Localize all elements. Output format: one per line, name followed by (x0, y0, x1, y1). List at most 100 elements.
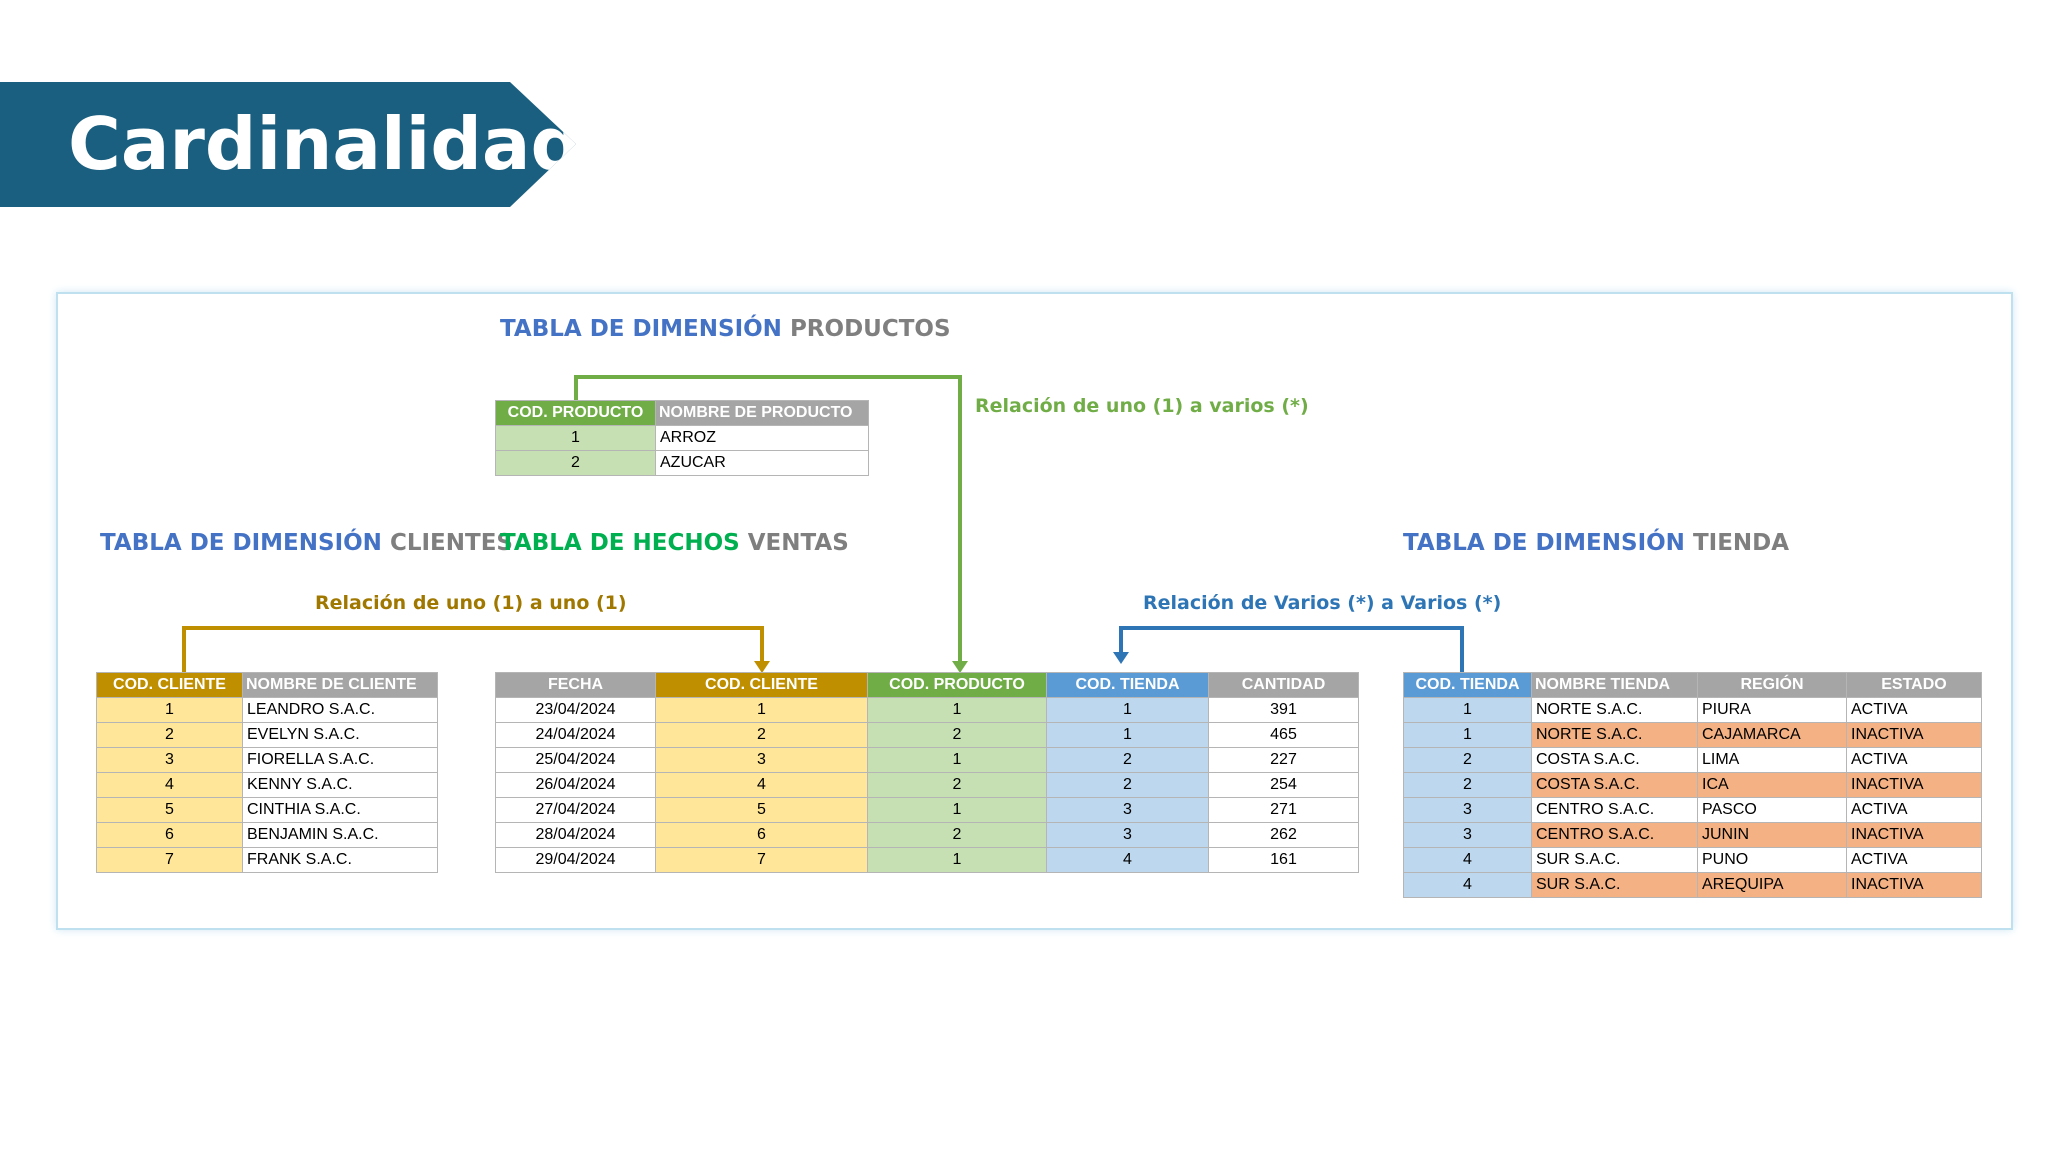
table-row: 4 SUR S.A.C. PUNO ACTIVA (1403, 847, 1982, 873)
table-cell: 2 (495, 450, 656, 476)
column-header: COD. TIENDA (1403, 672, 1532, 698)
table-cell: 465 (1208, 722, 1359, 748)
table-cell: 1 (655, 697, 868, 723)
connector-tienda-ventas (1119, 626, 1464, 672)
table-cell: FIORELLA S.A.C. (242, 747, 438, 773)
table-cell: 1 (1046, 722, 1209, 748)
table-cell: 4 (1403, 847, 1532, 873)
table-cell: 391 (1208, 697, 1359, 723)
ventas-table: FECHA COD. CLIENTE COD. PRODUCTO COD. TI… (495, 672, 1359, 873)
table-cell: COSTA S.A.C. (1531, 747, 1698, 773)
table-cell: ARROZ (655, 425, 869, 451)
heading-ventas-suffix: VENTAS (747, 530, 849, 556)
column-header: NOMBRE DE PRODUCTO (655, 400, 869, 426)
table-cell: 29/04/2024 (495, 847, 656, 873)
table-cell: 1 (1403, 722, 1532, 748)
tienda-table: COD. TIENDA NOMBRE TIENDA REGIÓN ESTADO … (1403, 672, 1982, 898)
table-cell: 6 (96, 822, 243, 848)
heading-tienda-prefix: TABLA DE DIMENSIÓN (1403, 530, 1685, 556)
column-header: NOMBRE DE CLIENTE (242, 672, 438, 698)
column-header: COD. PRODUCTO (495, 400, 656, 426)
table-cell: ACTIVA (1846, 747, 1982, 773)
table-cell: AZUCAR (655, 450, 869, 476)
table-cell: 25/04/2024 (495, 747, 656, 773)
heading-productos-suffix: PRODUCTOS (789, 316, 951, 342)
table-row: 2 AZUCAR (495, 450, 869, 476)
arrow-clientes-ventas (754, 661, 770, 673)
table-header-row: COD. TIENDA NOMBRE TIENDA REGIÓN ESTADO (1403, 672, 1982, 698)
table-cell: 4 (655, 772, 868, 798)
table-cell: 227 (1208, 747, 1359, 773)
table-cell: JUNIN (1697, 822, 1847, 848)
column-header: COD. CLIENTE (96, 672, 243, 698)
table-row: 1 NORTE S.A.C. PIURA ACTIVA (1403, 697, 1982, 723)
table-cell: 3 (96, 747, 243, 773)
table-cell: 28/04/2024 (495, 822, 656, 848)
arrow-productos-ventas (952, 661, 968, 673)
table-cell: AREQUIPA (1697, 872, 1847, 898)
table-cell: ACTIVA (1846, 797, 1982, 823)
table-cell: PASCO (1697, 797, 1847, 823)
table-cell: ACTIVA (1846, 847, 1982, 873)
table-cell: 2 (1046, 747, 1209, 773)
table-row: 26/04/2024 4 2 2 254 (495, 772, 1359, 798)
table-cell: CENTRO S.A.C. (1531, 797, 1698, 823)
table-cell: CINTHIA S.A.C. (242, 797, 438, 823)
relation-label-one-to-one: Relación de uno (1) a uno (1) (315, 592, 627, 614)
table-cell: 26/04/2024 (495, 772, 656, 798)
heading-productos: TABLA DE DIMENSIÓN PRODUCTOS (500, 316, 951, 342)
table-row: 27/04/2024 5 1 3 271 (495, 797, 1359, 823)
table-cell: 3 (1403, 797, 1532, 823)
table-cell: 1 (867, 797, 1047, 823)
table-row: 3 CENTRO S.A.C. PASCO ACTIVA (1403, 797, 1982, 823)
table-cell: 1 (867, 847, 1047, 873)
table-row: 1 ARROZ (495, 425, 869, 451)
connector-productos-ventas (574, 375, 962, 663)
title-banner: Cardinalidad (0, 82, 576, 207)
table-cell: 1 (867, 697, 1047, 723)
table-row: 4 SUR S.A.C. AREQUIPA INACTIVA (1403, 872, 1982, 898)
table-cell: 3 (1403, 822, 1532, 848)
table-cell: 2 (1046, 772, 1209, 798)
table-cell: 1 (495, 425, 656, 451)
table-cell: LEANDRO S.A.C. (242, 697, 438, 723)
column-header: NOMBRE TIENDA (1531, 672, 1698, 698)
table-cell: ACTIVA (1846, 697, 1982, 723)
table-cell: 2 (655, 722, 868, 748)
table-header-row: COD. CLIENTE NOMBRE DE CLIENTE (96, 672, 438, 698)
table-row: 24/04/2024 2 2 1 465 (495, 722, 1359, 748)
table-cell: 262 (1208, 822, 1359, 848)
table-row: 25/04/2024 3 1 2 227 (495, 747, 1359, 773)
table-cell: LIMA (1697, 747, 1847, 773)
table-cell: 1 (867, 747, 1047, 773)
table-cell: PUNO (1697, 847, 1847, 873)
table-cell: 2 (867, 772, 1047, 798)
heading-tienda: TABLA DE DIMENSIÓN TIENDA (1403, 530, 1789, 556)
column-header: COD. CLIENTE (655, 672, 868, 698)
table-row: 29/04/2024 7 1 4 161 (495, 847, 1359, 873)
table-cell: NORTE S.A.C. (1531, 697, 1698, 723)
page-title: Cardinalidad (68, 102, 583, 186)
table-cell: 1 (1046, 697, 1209, 723)
table-cell: 254 (1208, 772, 1359, 798)
column-header: REGIÓN (1697, 672, 1847, 698)
table-cell: 3 (1046, 822, 1209, 848)
table-row: 3 CENTRO S.A.C. JUNIN INACTIVA (1403, 822, 1982, 848)
column-header: COD. PRODUCTO (867, 672, 1047, 698)
heading-clientes-suffix: CLIENTES (389, 530, 513, 556)
table-cell: 271 (1208, 797, 1359, 823)
productos-table: COD. PRODUCTO NOMBRE DE PRODUCTO 1 ARROZ… (495, 400, 869, 476)
table-cell: 2 (867, 722, 1047, 748)
heading-ventas-prefix: TABLA DE HECHOS (500, 530, 740, 556)
column-header: COD. TIENDA (1046, 672, 1209, 698)
table-cell: 23/04/2024 (495, 697, 656, 723)
table-cell: 4 (1046, 847, 1209, 873)
table-cell: 5 (655, 797, 868, 823)
arrow-tienda-ventas (1113, 652, 1129, 664)
